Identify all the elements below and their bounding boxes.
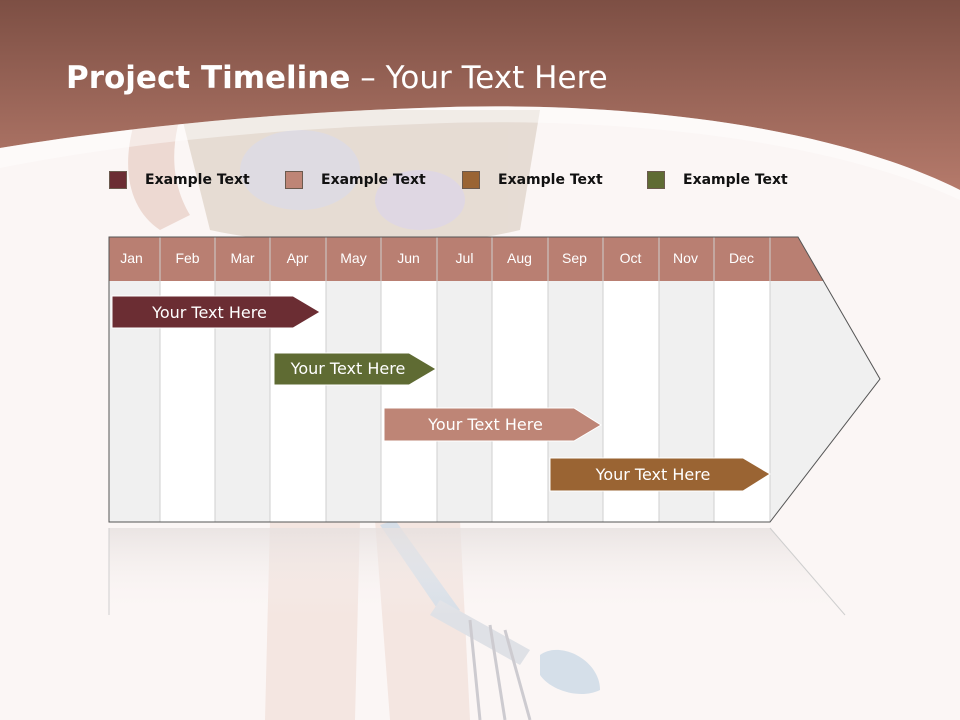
month-label-oct: Oct (619, 250, 642, 266)
month-label-jun: Jun (397, 250, 420, 266)
timeline-outline (108, 236, 881, 523)
header-band (0, 0, 960, 200)
month-label-aug: Aug (507, 250, 532, 266)
legend-label-3: Example Text (498, 172, 603, 188)
task-label-4: Your Text Here (595, 465, 711, 484)
task-arrow-3 (383, 407, 602, 442)
legend-swatch-1 (109, 171, 127, 189)
month-label-jan: Jan (120, 250, 143, 266)
legend-label-2: Example Text (321, 172, 426, 188)
month-label-feb: Feb (175, 250, 200, 266)
month-header-band (109, 237, 770, 281)
legend-swatch-3 (462, 171, 480, 189)
task-label-2: Your Text Here (290, 359, 406, 378)
title-bold: Project Timeline (66, 60, 351, 96)
legend-item-2: Example Text (285, 170, 426, 190)
task-label-1: Your Text Here (152, 303, 267, 322)
month-label-sep: Sep (562, 250, 587, 266)
timeline-reflection (109, 528, 845, 615)
legend-swatch-2 (285, 171, 303, 189)
month-label-jul: Jul (455, 250, 474, 266)
legend-item-1: Example Text (109, 170, 250, 190)
month-label-apr: Apr (286, 250, 309, 266)
title-rest: – Your Text Here (350, 60, 608, 96)
task-arrow-2 (273, 352, 437, 386)
task-arrow-4 (549, 457, 771, 492)
task-arrow-1 (111, 295, 321, 329)
legend-item-4: Example Text (647, 170, 788, 190)
month-label-mar: Mar (230, 250, 255, 266)
page-title: Project Timeline – Your Text Here (66, 60, 608, 96)
month-label-may: May (340, 250, 367, 266)
legend-label-4: Example Text (683, 172, 788, 188)
task-label-3: Your Text Here (428, 415, 543, 434)
month-label-dec: Dec (729, 250, 754, 266)
timeline-arrow-head (770, 237, 880, 522)
legend-label-1: Example Text (145, 172, 250, 188)
legend-swatch-4 (647, 171, 665, 189)
month-label-nov: Nov (673, 250, 698, 266)
legend-item-3: Example Text (462, 170, 603, 190)
